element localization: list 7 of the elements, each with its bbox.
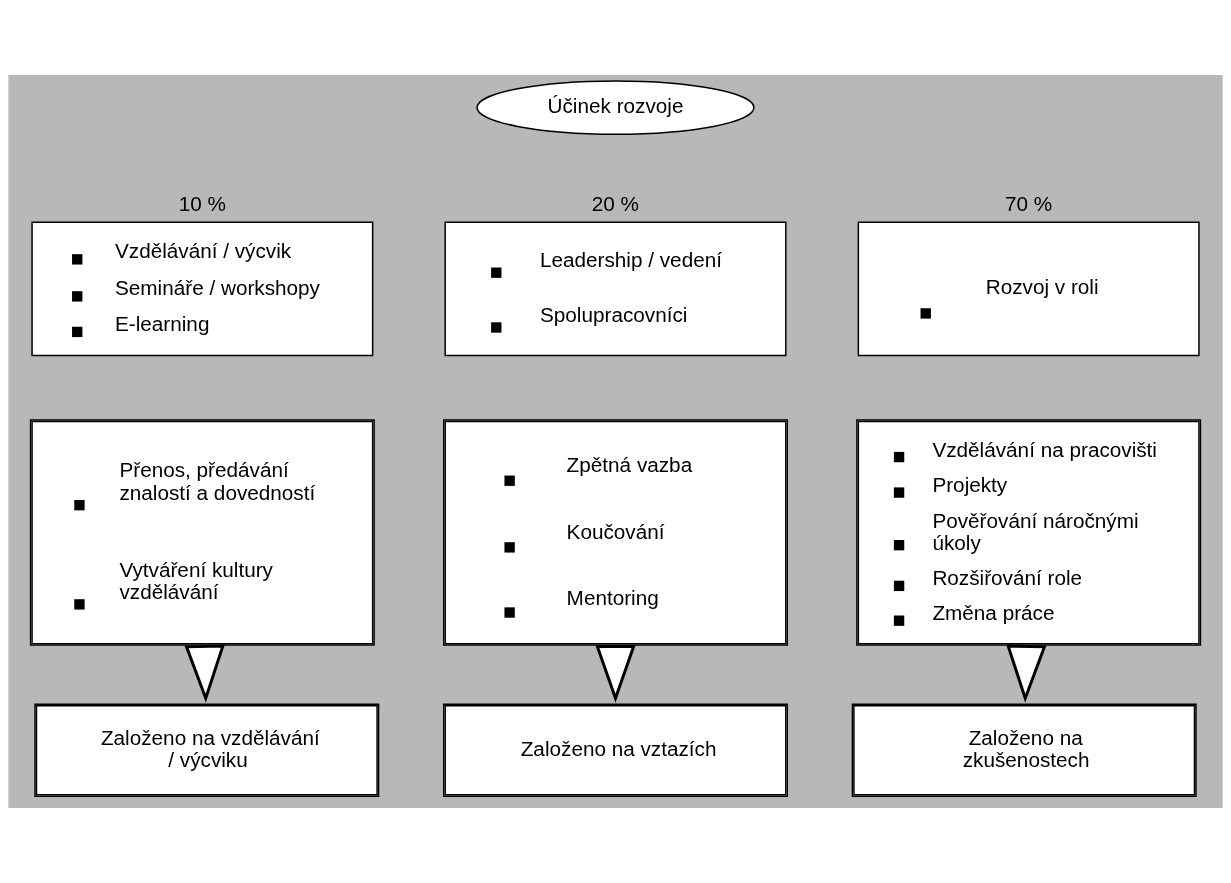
arrow (595, 645, 636, 703)
node-label: 10 % (178, 191, 226, 215)
arrow (1006, 644, 1047, 703)
arrow (184, 644, 225, 703)
node-label: 70 % (1004, 191, 1053, 215)
node-label: 20 % (591, 191, 640, 215)
node-ellipse: Účinek rozvoje (476, 80, 755, 135)
